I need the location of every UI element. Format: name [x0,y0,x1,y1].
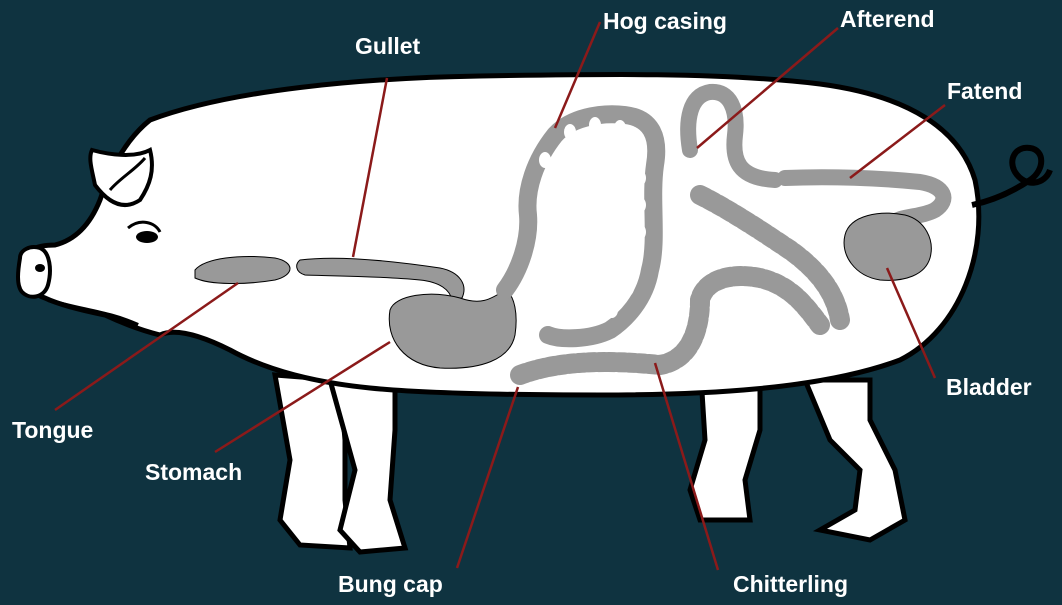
label-tongue: Tongue [12,419,93,442]
label-afterend: Afterend [840,8,935,31]
label-chitterling: Chitterling [733,573,848,596]
pig-eye [136,231,158,243]
nostril [35,264,45,272]
leader-bung-cap [457,387,518,568]
label-fatend: Fatend [947,80,1022,103]
pig-tail [972,148,1050,205]
pig-snout [18,247,50,297]
label-hog-casing: Hog casing [603,10,727,33]
label-stomach: Stomach [145,461,242,484]
stomach-organ [389,290,516,368]
label-gullet: Gullet [355,35,420,58]
label-bung-cap: Bung cap [338,573,443,596]
rear-leg-near [805,380,905,540]
label-bladder: Bladder [946,376,1032,399]
